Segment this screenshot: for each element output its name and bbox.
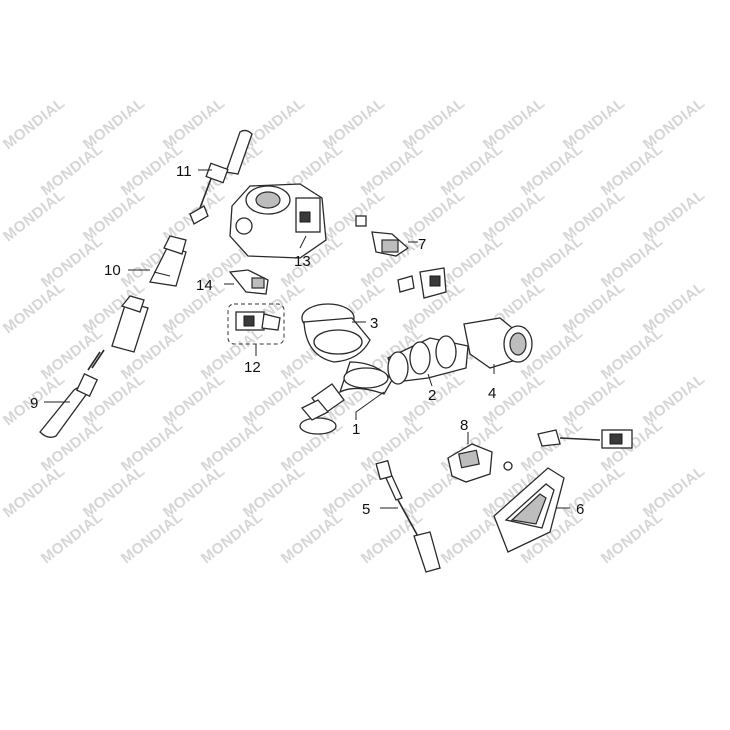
part-6-ecu[interactable]	[493, 467, 570, 553]
watermark-text: MONDIAL	[438, 141, 506, 200]
callout-12: 12	[244, 359, 261, 376]
part-5-oxygen-sensor[interactable]	[375, 459, 441, 573]
watermark-text: MONDIAL	[198, 417, 266, 476]
callout-5: 5	[362, 501, 370, 518]
part-7-sensor[interactable]	[355, 215, 418, 257]
watermark-text: MONDIAL	[358, 417, 426, 476]
part-injector-assembly[interactable]	[397, 267, 447, 299]
watermark-text: MONDIAL	[598, 233, 666, 292]
watermark-text: MONDIAL	[518, 233, 586, 292]
part-14-sensor[interactable]	[228, 269, 269, 295]
watermark-text: MONDIAL	[358, 141, 426, 200]
callout-2: 2	[428, 387, 436, 404]
part-4-airbox-connector[interactable]	[463, 317, 533, 374]
callout-9: 9	[30, 395, 38, 412]
leader-lines	[44, 169, 234, 403]
callout-8: 8	[460, 417, 468, 434]
watermark-text: MONDIAL	[0, 279, 68, 338]
watermark-text: MONDIAL	[278, 509, 346, 568]
part-12-injector-kit[interactable]	[227, 303, 285, 356]
callout-14: 14	[196, 277, 213, 294]
callout-7: 7	[418, 236, 426, 253]
part-2-intake-hose[interactable]	[387, 335, 469, 387]
callout-1: 1	[352, 421, 360, 438]
watermark-text: MONDIAL	[0, 95, 68, 154]
watermark-text: MONDIAL	[518, 417, 586, 476]
part-3-intake-boot[interactable]	[301, 303, 371, 363]
watermark-text: MONDIAL	[38, 141, 106, 200]
watermark-text: MONDIAL	[198, 509, 266, 568]
watermark-text: MONDIAL	[598, 141, 666, 200]
part-8-sensor[interactable]	[447, 432, 513, 483]
watermark-text: MONDIAL	[38, 509, 106, 568]
callout-10: 10	[104, 262, 121, 279]
part-wired-sensor[interactable]	[537, 429, 633, 449]
callout-6: 6	[576, 501, 584, 518]
watermark-text: MONDIAL	[38, 233, 106, 292]
watermark-text: MONDIAL	[118, 417, 186, 476]
watermark-text: MONDIAL	[598, 325, 666, 384]
watermark-text: MONDIAL	[0, 463, 68, 522]
watermark-text: MONDIAL	[438, 233, 506, 292]
callout-13: 13	[294, 253, 311, 270]
part-10-ignition-coil[interactable]	[149, 235, 187, 287]
callout-11: 11	[176, 163, 192, 180]
callout-3: 3	[370, 315, 378, 332]
part-1-intake-manifold[interactable]	[299, 361, 393, 435]
watermark-text: MONDIAL	[38, 325, 106, 384]
watermark-text: MONDIAL	[118, 509, 186, 568]
watermark-text: MONDIAL	[598, 509, 666, 568]
callout-labels: 1 2 3 4 5 6 7 8 9 10 11 12 13 14	[30, 163, 584, 518]
callout-4: 4	[488, 385, 496, 402]
part-13-throttle-body[interactable]	[229, 183, 327, 259]
watermark-text: MONDIAL	[518, 141, 586, 200]
part-9-ignition-lead[interactable]	[39, 295, 149, 438]
watermark-text: MONDIAL	[0, 187, 68, 246]
